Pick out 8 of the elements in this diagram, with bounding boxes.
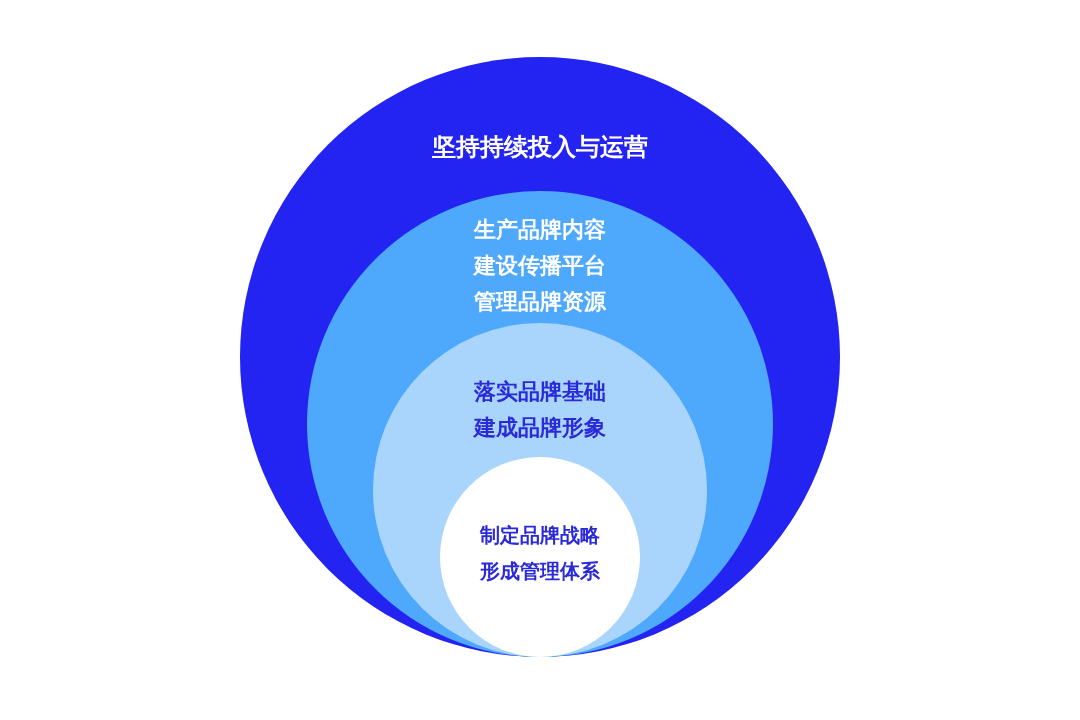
band-label: 建设传播平台 xyxy=(474,252,606,280)
band-label: 坚持持续投入与运营 xyxy=(432,132,648,163)
band-label: 制定品牌战略 xyxy=(480,522,600,549)
band-label: 形成管理体系 xyxy=(480,558,600,585)
band-label: 生产品牌内容 xyxy=(474,216,606,244)
band-label: 建成品牌形象 xyxy=(474,414,606,442)
band-label: 管理品牌资源 xyxy=(474,288,606,316)
band-label: 落实品牌基础 xyxy=(474,378,606,406)
